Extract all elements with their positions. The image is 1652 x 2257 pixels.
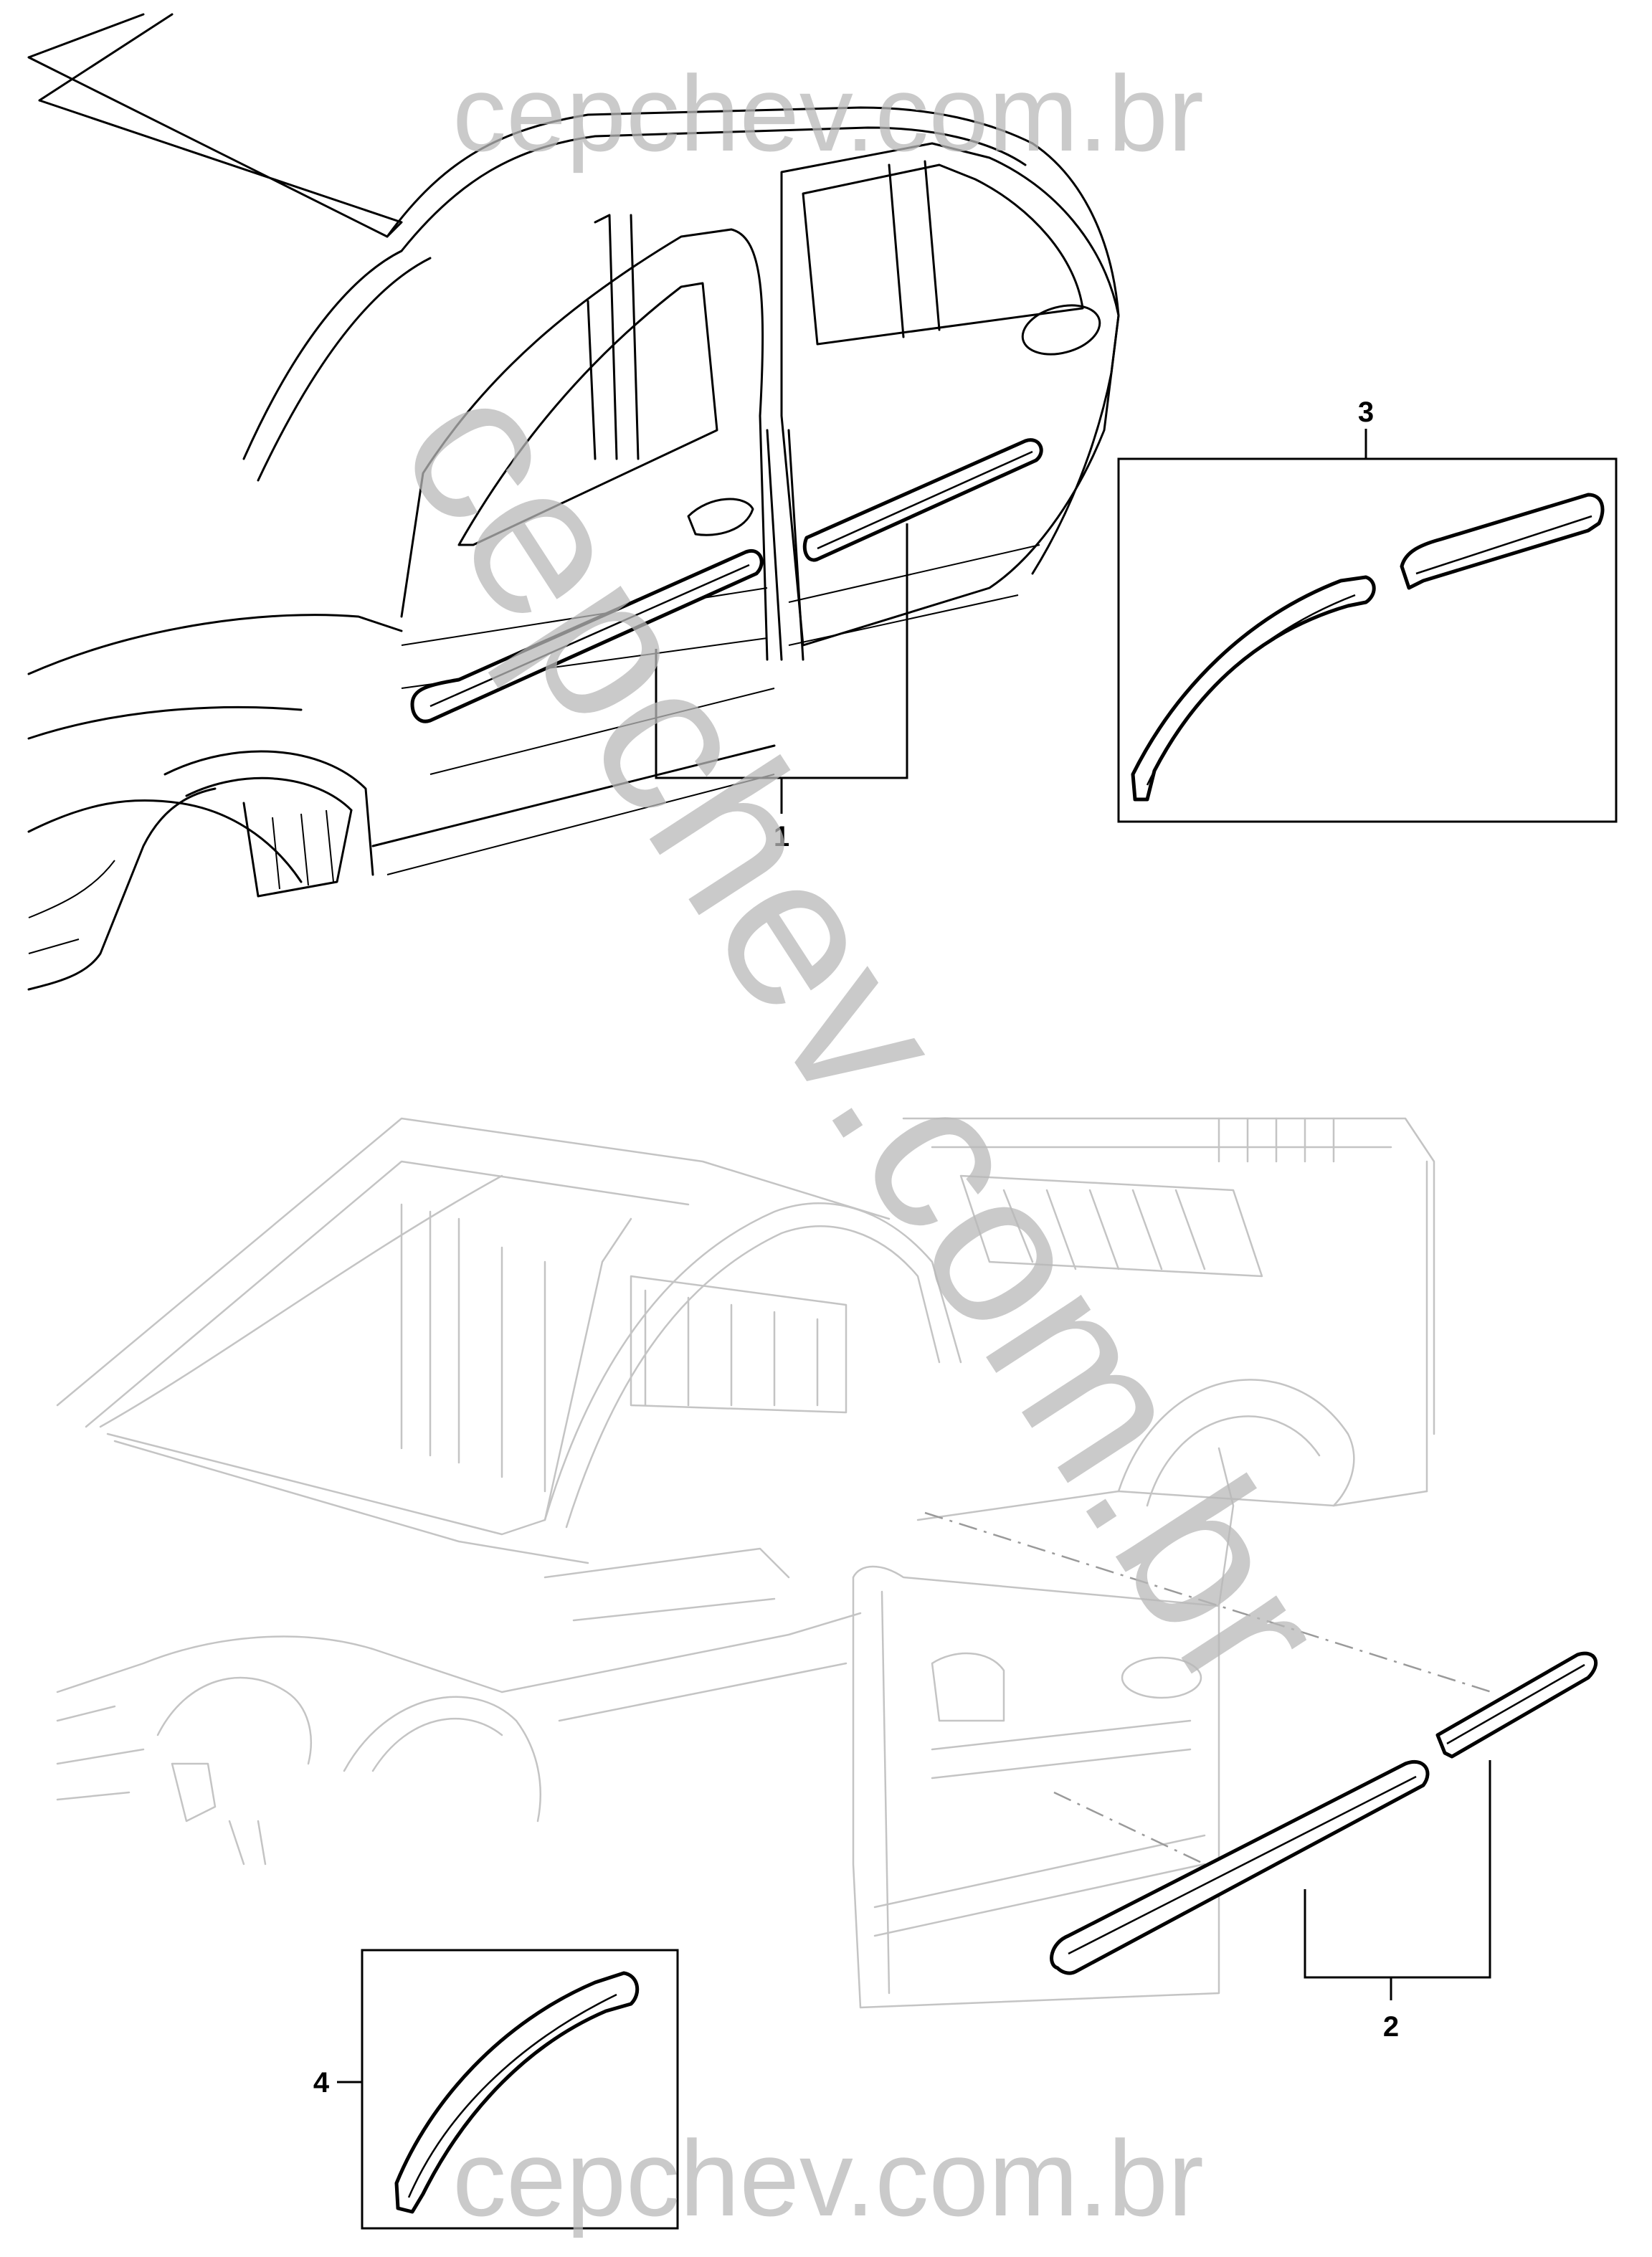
- callout-3: 3: [1358, 396, 1374, 428]
- watermark-bottom: cepchev.com.br: [452, 2118, 1204, 2238]
- callout-4-box: [337, 1949, 679, 2230]
- part-2-door-side-moldings: [1050, 1651, 1598, 1975]
- callout-4: 4: [313, 2067, 330, 2099]
- callout-1-leader: [655, 523, 908, 814]
- projection-line-upper: [924, 1511, 1492, 1693]
- pickup-body-illustration: [56, 1117, 1435, 2009]
- callout-2: 2: [1383, 2011, 1399, 2043]
- callout-3-box: [1117, 429, 1618, 823]
- callout-2-leader: [1304, 1760, 1491, 2000]
- projection-line-lower: [1053, 1791, 1205, 1866]
- part-1-door-side-moldings: [410, 438, 1043, 723]
- hatchback-body-illustration: [27, 13, 1120, 991]
- callout-1: 1: [774, 821, 789, 852]
- watermark-top: cepchev.com.br: [452, 53, 1204, 174]
- watermark-diagonal: cepchev.com.br: [354, 339, 1375, 1731]
